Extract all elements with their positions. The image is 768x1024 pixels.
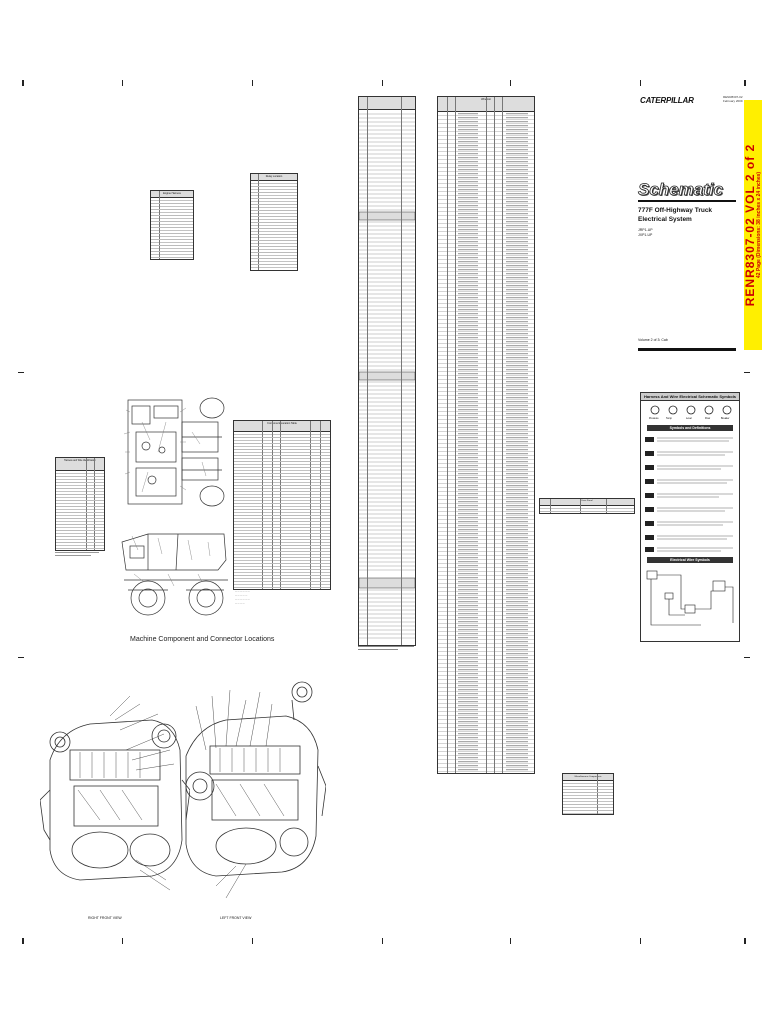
wire-symbols-heading: Electrical Wire Symbols bbox=[647, 557, 733, 563]
fuse-panel-table: Fuse Panel bbox=[539, 498, 635, 514]
relay-location-table: Relay Location bbox=[250, 173, 298, 271]
brand-logo: CATERPILLAR bbox=[640, 96, 694, 105]
wire-symbols-diagram bbox=[646, 570, 734, 626]
svg-text:Level: Level bbox=[686, 417, 692, 420]
connector-list-column bbox=[358, 96, 416, 646]
symbols-section-heading: Symbols and Definitions bbox=[647, 425, 733, 431]
engine-right-front-drawing bbox=[40, 695, 190, 891]
machine-caption: Machine Component and Connector Location… bbox=[130, 636, 275, 643]
engine-left-front-drawing bbox=[185, 681, 326, 899]
wire-list-table: Wire List bbox=[437, 96, 535, 774]
symbols-definitions bbox=[645, 437, 733, 552]
component-legend: — — — — — —— — — — —— — — — — —— — — — bbox=[235, 591, 250, 605]
engine-harness-table: Engine Harness bbox=[150, 190, 194, 260]
doc-title: 777F Off-Highway Truck Electrical System bbox=[638, 207, 713, 223]
connector-list-footnote bbox=[358, 646, 414, 650]
serial-numbers: JRP1-UP JXP1-UP bbox=[638, 228, 653, 237]
volume-label: Volume 2 of 3: Cab bbox=[638, 338, 668, 342]
svg-text:Pressure: Pressure bbox=[649, 417, 659, 420]
title-bottom-bar bbox=[638, 348, 736, 351]
machine-side-view-drawing bbox=[121, 533, 228, 616]
connector-list-rows bbox=[359, 113, 415, 639]
symbols-panel-title: Harness And Wire Electrical Schematic Sy… bbox=[641, 393, 739, 401]
right-front-view-caption: RIGHT FRONT VIEW bbox=[88, 916, 122, 920]
symbol-icons-row: Pressure Temp Level Flow Breaker bbox=[649, 405, 732, 420]
machine-top-view-drawing bbox=[123, 397, 225, 507]
svg-text:Flow: Flow bbox=[705, 417, 710, 420]
svg-text:Breaker: Breaker bbox=[721, 417, 730, 420]
symbols-panel: Harness And Wire Electrical Schematic Sy… bbox=[640, 392, 740, 642]
svg-text:Temp: Temp bbox=[666, 417, 673, 420]
schematic-heading: Schematic bbox=[638, 180, 724, 200]
harness-index-table: Harness and Wire Identification bbox=[55, 457, 105, 551]
left-front-view-caption: LEFT FRONT VIEW bbox=[220, 916, 252, 920]
spine-label: RENR8307-02 VOL 2 of 2 42 Page (Dimensio… bbox=[743, 100, 762, 350]
harness-index-footnote bbox=[55, 552, 103, 556]
misc-components-table: Miscellaneous Components bbox=[562, 773, 614, 815]
component-location-table: Component Location Table bbox=[233, 420, 331, 590]
title-rule bbox=[638, 200, 736, 202]
doc-reference: RENR8307-02 February 2009 bbox=[723, 95, 743, 103]
